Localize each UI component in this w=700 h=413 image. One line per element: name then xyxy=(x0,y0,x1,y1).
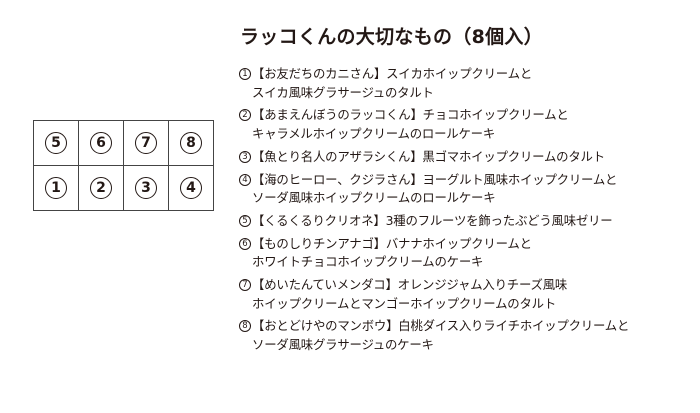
list-item: 7 【めいたんていメンダコ】オレンジジャム入りチーズ風味 ホイップクリームとマン… xyxy=(239,276,694,313)
item-number: 5 xyxy=(239,214,251,227)
grid-number: 4 xyxy=(180,177,202,199)
item-line: 【お友だちのカニさん】スイカホイップクリームと xyxy=(252,66,533,81)
grid-number: 1 xyxy=(45,177,67,199)
grid-number: 3 xyxy=(135,177,157,199)
grid-number: 8 xyxy=(180,132,202,154)
grid-cell-2: 2 xyxy=(78,165,124,211)
list-item: 2 【あまえんぼうのラッコくん】チョコホイップクリームと キャラメルホイップクリ… xyxy=(239,106,694,143)
item-number: 2 xyxy=(239,109,251,122)
grid-cell-5: 5 xyxy=(33,120,79,166)
list-item: 6 【ものしりチンアナゴ】バナナホイップクリームと ホワイトチョコホイップクリー… xyxy=(239,235,694,272)
grid-number: 7 xyxy=(135,132,157,154)
grid-row-bottom: 1 2 3 4 xyxy=(33,165,214,211)
grid-number: 6 xyxy=(90,132,112,154)
item-description: 【お友だちのカニさん】スイカホイップクリームと スイカ風味グラサージュのタルト xyxy=(252,65,694,102)
item-line: スイカ風味グラサージュのタルト xyxy=(252,84,434,100)
item-description: 【ものしりチンアナゴ】バナナホイップクリームと ホワイトチョコホイップクリームの… xyxy=(252,235,694,272)
item-number: 8 xyxy=(239,320,251,333)
list-item: 3 【魚とり名人のアザラシくん】黒ゴマホイップクリームのタルト xyxy=(239,148,694,167)
item-line: 【おとどけやのマンボウ】白桃ダイス入りライチホイップクリームと xyxy=(252,318,630,334)
item-line: ホワイトチョコホイップクリームのケーキ xyxy=(252,254,484,270)
item-line: ホイップクリームとマンゴーホイップクリームのタルト xyxy=(252,295,557,311)
page-title: ラッコくんの大切なもの（8個入） xyxy=(240,26,544,48)
grid-cell-1: 1 xyxy=(33,165,79,211)
grid-cell-8: 8 xyxy=(168,120,214,166)
list-item: 1 【お友だちのカニさん】スイカホイップクリームと スイカ風味グラサージュのタル… xyxy=(239,65,694,102)
item-line: 【めいたんていメンダコ】オレンジジャム入りチーズ風味 xyxy=(252,277,568,293)
item-line: 【魚とり名人のアザラシくん】黒ゴマホイップクリームのタルト xyxy=(252,148,605,164)
grid-cell-6: 6 xyxy=(78,120,124,166)
item-description: 【魚とり名人のアザラシくん】黒ゴマホイップクリームのタルト xyxy=(252,148,694,167)
list-item: 5 【くるくるりクリオネ】3種のフルーツを飾ったぶどう風味ゼリー xyxy=(239,212,694,231)
item-number: 6 xyxy=(239,237,251,250)
list-item: 8 【おとどけやのマンボウ】白桃ダイス入りライチホイップクリームと ソーダ風味グ… xyxy=(239,317,694,354)
item-line: キャラメルホイップクリームのロールケーキ xyxy=(252,125,496,141)
item-line: 【あまえんぼうのラッコくん】チョコホイップクリームと xyxy=(252,107,569,123)
item-number: 3 xyxy=(239,150,251,163)
item-number: 7 xyxy=(239,279,251,292)
item-line: 【海のヒーロー、クジラさん】ヨーグルト風味ホイップクリームと xyxy=(252,171,618,187)
product-list: 1 【お友だちのカニさん】スイカホイップクリームと スイカ風味グラサージュのタル… xyxy=(239,65,694,359)
grid-number: 5 xyxy=(45,132,67,154)
item-line: 【ものしりチンアナゴ】バナナホイップクリームと xyxy=(252,235,532,251)
box-layout-grid: 5 6 7 8 1 2 3 4 xyxy=(33,120,214,211)
list-item: 4 【海のヒーロー、クジラさん】ヨーグルト風味ホイップクリームと ソーダ風味ホイ… xyxy=(239,171,694,208)
item-line: ソーダ風味グラサージュのケーキ xyxy=(252,337,434,353)
item-number: 1 xyxy=(239,68,251,80)
item-number: 4 xyxy=(239,173,251,186)
grid-cell-7: 7 xyxy=(123,120,169,166)
item-line: 【くるくるりクリオネ】3種のフルーツを飾ったぶどう風味ゼリー xyxy=(252,212,613,228)
item-description: 【くるくるりクリオネ】3種のフルーツを飾ったぶどう風味ゼリー xyxy=(252,212,694,231)
item-line: ソーダ風味ホイップクリームのロールケーキ xyxy=(252,190,496,206)
item-description: 【あまえんぼうのラッコくん】チョコホイップクリームと キャラメルホイップクリーム… xyxy=(252,106,694,143)
item-description: 【海のヒーロー、クジラさん】ヨーグルト風味ホイップクリームと ソーダ風味ホイップ… xyxy=(252,171,694,208)
grid-cell-3: 3 xyxy=(123,165,169,211)
grid-row-top: 5 6 7 8 xyxy=(33,120,214,166)
grid-number: 2 xyxy=(90,177,112,199)
item-description: 【おとどけやのマンボウ】白桃ダイス入りライチホイップクリームと ソーダ風味グラサ… xyxy=(252,317,694,354)
item-description: 【めいたんていメンダコ】オレンジジャム入りチーズ風味 ホイップクリームとマンゴー… xyxy=(252,276,694,313)
grid-cell-4: 4 xyxy=(168,165,214,211)
